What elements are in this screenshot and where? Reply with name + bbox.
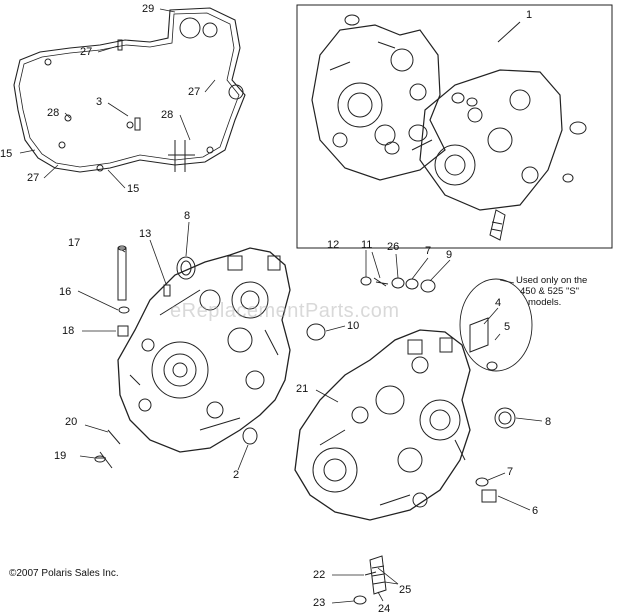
left-crankcase-half bbox=[117, 247, 291, 453]
callout-4: 4 bbox=[495, 297, 502, 309]
callout-13: 13 bbox=[139, 228, 152, 240]
callout-1: 1 bbox=[526, 9, 533, 21]
usage-note: Used only on the 450 & 525 "S" models. bbox=[516, 275, 587, 308]
callout-15: 15 bbox=[127, 183, 140, 195]
callout-7: 7 bbox=[425, 245, 432, 257]
callout-23: 23 bbox=[313, 597, 326, 609]
copyright-notice: ©2007 Polaris Sales Inc. bbox=[9, 568, 119, 579]
callout-24: 24 bbox=[378, 603, 391, 615]
callout-21: 21 bbox=[296, 383, 309, 395]
callout-27: 27 bbox=[80, 46, 93, 58]
callout-28: 28 bbox=[47, 107, 60, 119]
callout-7: 7 bbox=[507, 466, 514, 478]
callout-2: 2 bbox=[233, 469, 240, 481]
callout-20: 20 bbox=[65, 416, 78, 428]
callout-18: 18 bbox=[62, 325, 75, 337]
callout-16: 16 bbox=[59, 286, 72, 298]
callout-8: 8 bbox=[184, 210, 191, 222]
watermark: eReplacementParts.com bbox=[170, 300, 400, 322]
callout-27: 27 bbox=[188, 86, 201, 98]
callout-17: 17 bbox=[68, 237, 81, 249]
callout-12: 12 bbox=[327, 239, 340, 251]
callout-22: 22 bbox=[313, 569, 326, 581]
callout-3: 3 bbox=[96, 96, 103, 108]
callout-19: 19 bbox=[54, 450, 67, 462]
callout-26: 26 bbox=[387, 241, 400, 253]
callout-8: 8 bbox=[545, 416, 552, 428]
crankcase-gasket bbox=[13, 7, 246, 173]
callout-15: 15 bbox=[0, 148, 13, 160]
callout-5: 5 bbox=[504, 321, 511, 333]
callout-9: 9 bbox=[446, 249, 453, 261]
crankcase-assembly-inset bbox=[296, 4, 613, 249]
callout-25: 25 bbox=[399, 584, 412, 596]
callout-29: 29 bbox=[142, 3, 155, 15]
callout-11: 11 bbox=[361, 239, 373, 251]
callout-27: 27 bbox=[27, 172, 40, 184]
callout-10: 10 bbox=[347, 320, 360, 332]
leader-lines bbox=[19, 8, 543, 604]
callout-28: 28 bbox=[161, 109, 174, 121]
usage-note-line: Used only on the bbox=[516, 275, 588, 286]
callout-6: 6 bbox=[532, 505, 539, 517]
right-crankcase-half bbox=[294, 329, 471, 521]
usage-note-line: models. bbox=[528, 297, 562, 308]
usage-note-line: 450 & 525 "S" bbox=[520, 286, 580, 297]
